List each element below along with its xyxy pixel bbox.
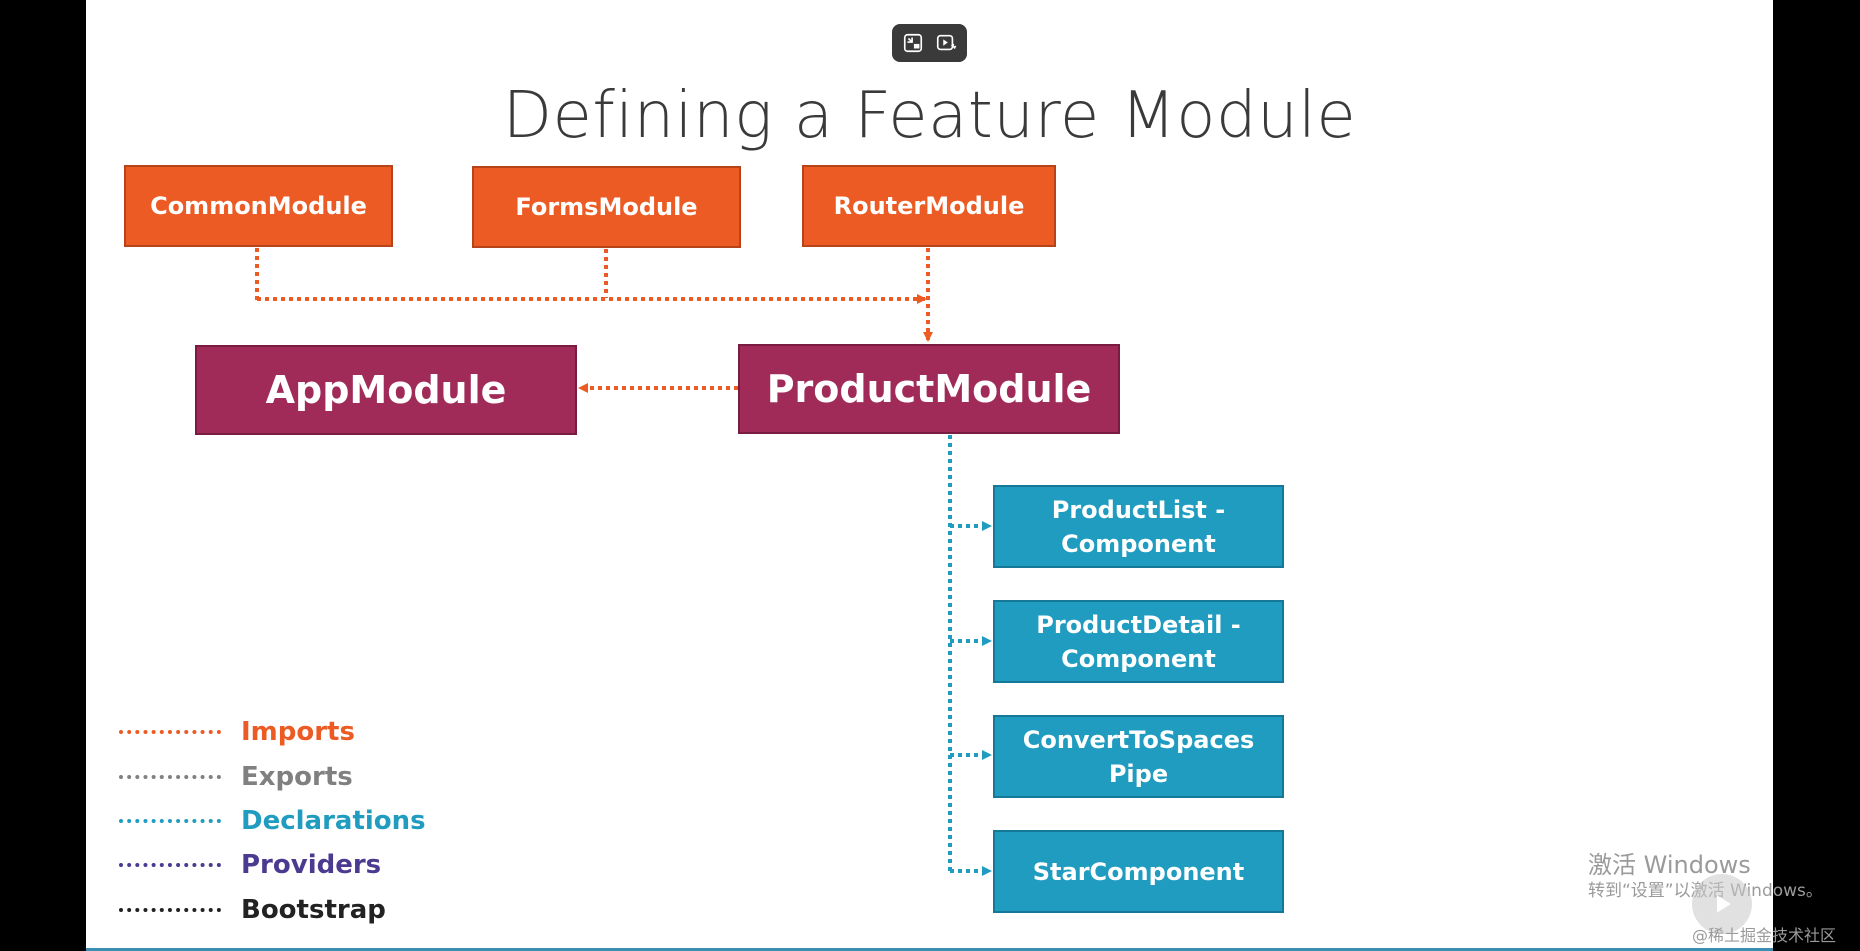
legend-swatch [119, 863, 221, 867]
play-button[interactable] [1692, 874, 1752, 934]
exit-fullscreen-button[interactable] [900, 30, 926, 56]
legend-imports: Imports [119, 716, 355, 748]
app-module-label: AppModule [265, 368, 507, 412]
legend-exports: Exports [119, 761, 353, 793]
exit-fullscreen-icon [903, 33, 922, 53]
legend-swatch [119, 775, 221, 779]
declaration-box-product-list: ProductList - Component [993, 485, 1284, 568]
slide-canvas [86, 0, 1773, 948]
video-controls [892, 24, 967, 62]
legend-providers: Providers [119, 849, 381, 881]
declaration-box-star-component: StarComponent [993, 830, 1284, 913]
declaration-label-line1: ConvertToSpaces [1022, 725, 1255, 754]
site-credit: @稀土掘金技术社区 [1692, 926, 1837, 945]
legend-label: Bootstrap [241, 895, 386, 925]
legend-label: Exports [241, 762, 353, 792]
legend-declarations: Declarations [119, 805, 426, 837]
declaration-label-line1: ProductDetail - [1036, 610, 1241, 639]
forms-module-label: FormsModule [515, 193, 698, 221]
product-module-box: ProductModule [738, 344, 1120, 434]
legend-bootstrap: Bootstrap [119, 894, 386, 926]
progress-line [86, 948, 1773, 951]
declaration-label-line1: ProductList - [1051, 495, 1226, 524]
forms-module-box: FormsModule [472, 166, 741, 248]
declaration-label-line2: Component [1061, 529, 1216, 558]
legend-label: Providers [241, 850, 382, 880]
app-module-box: AppModule [195, 345, 577, 435]
play-icon [1717, 895, 1731, 913]
declaration-box-product-detail: ProductDetail - Component [993, 600, 1284, 683]
declaration-label-line2: Component [1061, 644, 1216, 673]
router-module-box: RouterModule [802, 165, 1056, 247]
product-module-label: ProductModule [766, 367, 1092, 411]
common-module-label: CommonModule [150, 192, 367, 220]
declaration-box-convert-to-spaces: ConvertToSpaces Pipe [993, 715, 1284, 798]
legend-label: Imports [241, 717, 355, 747]
legend-swatch [119, 908, 221, 912]
slide-title: Defining a Feature Module [502, 79, 1357, 153]
video-magic-icon [937, 34, 957, 51]
legend-swatch [119, 819, 221, 823]
common-module-box: CommonModule [124, 165, 393, 247]
legend-swatch [119, 730, 221, 734]
video-magic-button[interactable] [933, 30, 959, 56]
watermark-title: 激活 Windows [1588, 851, 1751, 879]
router-module-label: RouterModule [833, 192, 1025, 220]
declaration-label-line2: Pipe [1108, 759, 1169, 788]
declaration-label-line1: StarComponent [1032, 857, 1245, 886]
legend-label: Declarations [241, 806, 426, 836]
